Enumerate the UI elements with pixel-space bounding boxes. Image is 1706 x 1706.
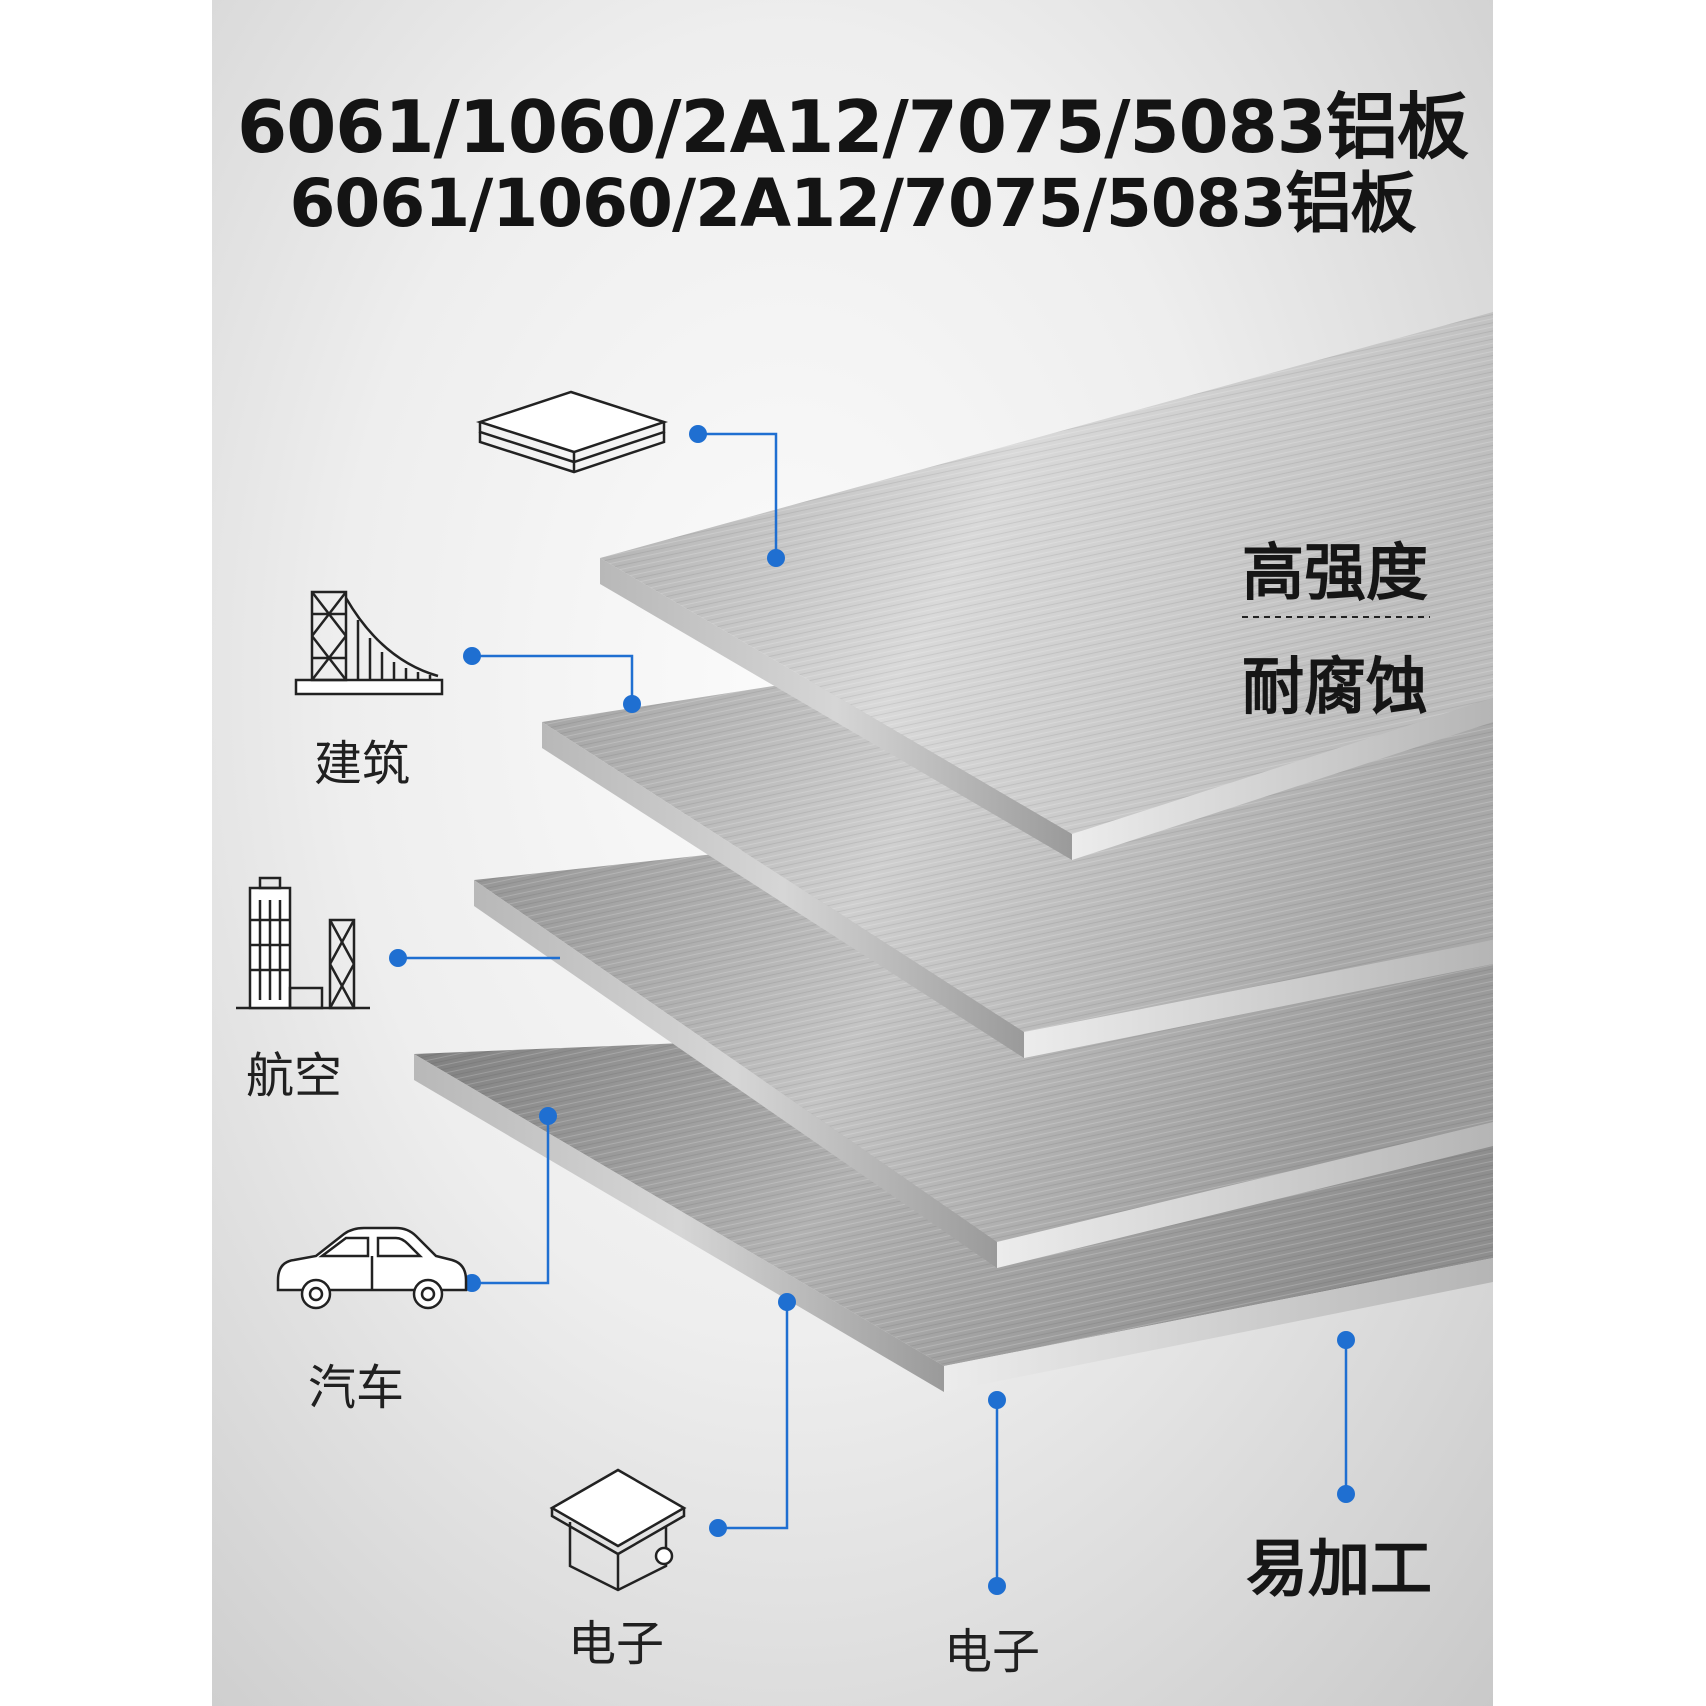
feature-corrosion-resistant: 耐腐蚀 xyxy=(1242,650,1429,723)
aluminum-plate-1 xyxy=(600,312,1493,860)
app-label-aviation: 航空 xyxy=(246,1048,343,1104)
electronic-chip-icon xyxy=(549,1468,687,1592)
feature-easy-machining: 易加工 xyxy=(1246,1532,1433,1605)
car-icon xyxy=(276,1226,468,1310)
feature-high-strength: 高强度 xyxy=(1242,536,1429,609)
bridge-icon xyxy=(294,590,444,696)
city-buildings-icon xyxy=(236,876,370,1010)
product-panel: 6061/1060/2A12/7075/5083铝板 6061/1060/2A1… xyxy=(212,0,1493,1706)
product-scene xyxy=(236,312,1493,1595)
app-label-electronics-1: 电子 xyxy=(568,1616,665,1672)
app-label-construction: 建筑 xyxy=(314,736,411,792)
title-line-2: 6061/1060/2A12/7075/5083铝板 xyxy=(289,165,1416,242)
callout-lines xyxy=(398,432,1348,1586)
plate-stack-icon xyxy=(475,390,669,474)
callout-dots xyxy=(389,425,1355,1595)
app-label-electronics-2: 电子 xyxy=(944,1624,1041,1680)
app-label-automotive: 汽车 xyxy=(308,1360,405,1416)
title-line-1: 6061/1060/2A12/7075/5083铝板 xyxy=(237,85,1469,169)
